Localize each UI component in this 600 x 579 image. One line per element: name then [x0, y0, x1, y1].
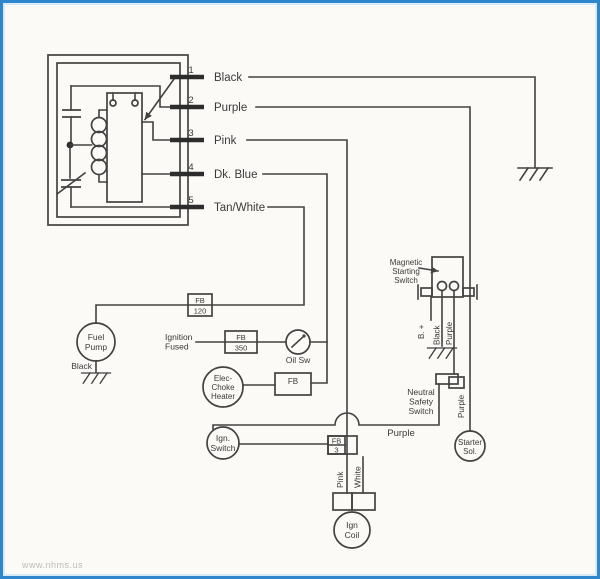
starter-sol-line1: Starter [458, 438, 482, 447]
nss-line1: Neutral [407, 387, 435, 397]
nss-line3: Switch [408, 406, 433, 416]
starter-solenoid: Starter Sol. [454, 430, 486, 462]
nss-line2: Safety [409, 397, 434, 407]
fb3-name: FB [332, 437, 342, 446]
terminal3-internal-wire [141, 121, 171, 141]
mag-switch-line2: Starting [392, 267, 420, 276]
wire-runs [95, 76, 536, 494]
ignition-fused-feed: Ignition Fused [165, 332, 226, 352]
fuel-pump: Fuel Pump Black [71, 322, 116, 373]
terminal-5-number: 5 [188, 195, 193, 206]
ign-coil-line2: Coil [345, 530, 360, 540]
fuse-fb-choke: FB [274, 372, 312, 396]
terminal-2-number: 2 [188, 95, 193, 106]
dk-blue-wire-run [262, 173, 328, 384]
ignition-coil: Ign Coil [333, 511, 371, 549]
tan-white-wire-run [95, 206, 305, 324]
fuel-pump-line1: Fuel [88, 332, 105, 342]
oil-switch: Oil Sw [285, 329, 311, 365]
fuse-fb350: FB 350 [224, 330, 258, 354]
relay-coil [90, 109, 108, 183]
mag-switch-pointer-arrow [418, 266, 439, 274]
fb120-name: FB [195, 296, 205, 305]
fuse-fb120: FB 120 [187, 293, 213, 317]
fuel-pump-line2: Pump [85, 342, 107, 352]
wire-label-pink: Pink [214, 135, 237, 147]
magnetic-starting-switch: Magnetic Starting Switch B. + Black Purp… [390, 256, 478, 375]
mag-switch-line1: Magnetic [390, 258, 422, 267]
wire-label-black: Black [214, 72, 242, 84]
relay-box [47, 54, 189, 226]
starter-sol-line2: Sol. [463, 447, 477, 456]
choke-line2: Choke [211, 383, 235, 392]
terminal-3-number: 3 [188, 128, 193, 139]
oil-switch-label: Oil Sw [286, 355, 311, 365]
fb-choke-name: FB [288, 377, 298, 386]
choke-line1: Elec- [214, 374, 233, 383]
ignition-fused-line2: Fused [165, 342, 189, 352]
ignition-switch: Ign. Switch [206, 426, 329, 460]
relay-terminals: 1 2 3 4 5 Black Purple Pink Dk. Blue Tan… [170, 65, 265, 214]
points-symbol [55, 171, 87, 208]
capacitor [62, 85, 81, 144]
ground-top-right [517, 166, 553, 182]
ign-coil-line1: Ign [346, 520, 358, 530]
nss-purple-label: Purple [457, 394, 466, 418]
pink-wire-run [246, 139, 348, 494]
fb350-rating: 350 [235, 344, 248, 353]
terminal2-internal-wire [70, 85, 171, 108]
mag-switch-line3: Switch [394, 276, 418, 285]
purple-wire-run [255, 106, 471, 431]
fb120-rating: 120 [194, 307, 207, 316]
b-plus-label: B. + [417, 324, 426, 339]
terminal-1-number: 1 [188, 65, 193, 76]
ignition-fused-line1: Ignition [165, 332, 193, 342]
mag-purple-label: Purple [445, 321, 454, 345]
fb350-name: FB [236, 333, 246, 342]
coil-pink-label: Pink [335, 471, 345, 488]
purple-run-label: Purple [387, 428, 414, 439]
fuse-fb3: FB 3 [327, 435, 358, 455]
fb3-rating: 3 [334, 446, 338, 455]
ground-magnetic-switch [426, 347, 458, 360]
coil-connectors: Pink White [332, 456, 376, 511]
ground-fuel-pump [80, 372, 112, 385]
choke-heater: Elec- Choke Heater [202, 366, 276, 408]
watermark: www.nhms.us [21, 560, 83, 570]
wire-label-dk-blue: Dk. Blue [214, 169, 257, 181]
wire-label-tan-white: Tan/White [214, 202, 265, 214]
black-wire-run [248, 76, 536, 168]
fuel-pump-ground-label: Black [71, 361, 93, 371]
coil-white-label: White [353, 466, 363, 488]
wire-label-purple: Purple [214, 102, 247, 114]
choke-line3: Heater [211, 392, 235, 401]
neutral-safety-switch: Neutral Safety Switch Purple [407, 373, 466, 418]
terminal-4-number: 4 [188, 162, 193, 173]
mag-black-label: Black [433, 324, 442, 345]
ign-switch-line2: Switch [210, 443, 235, 453]
ign-switch-to-neutral-safety-wire [212, 383, 440, 430]
ign-switch-line1: Ign. [216, 433, 230, 443]
